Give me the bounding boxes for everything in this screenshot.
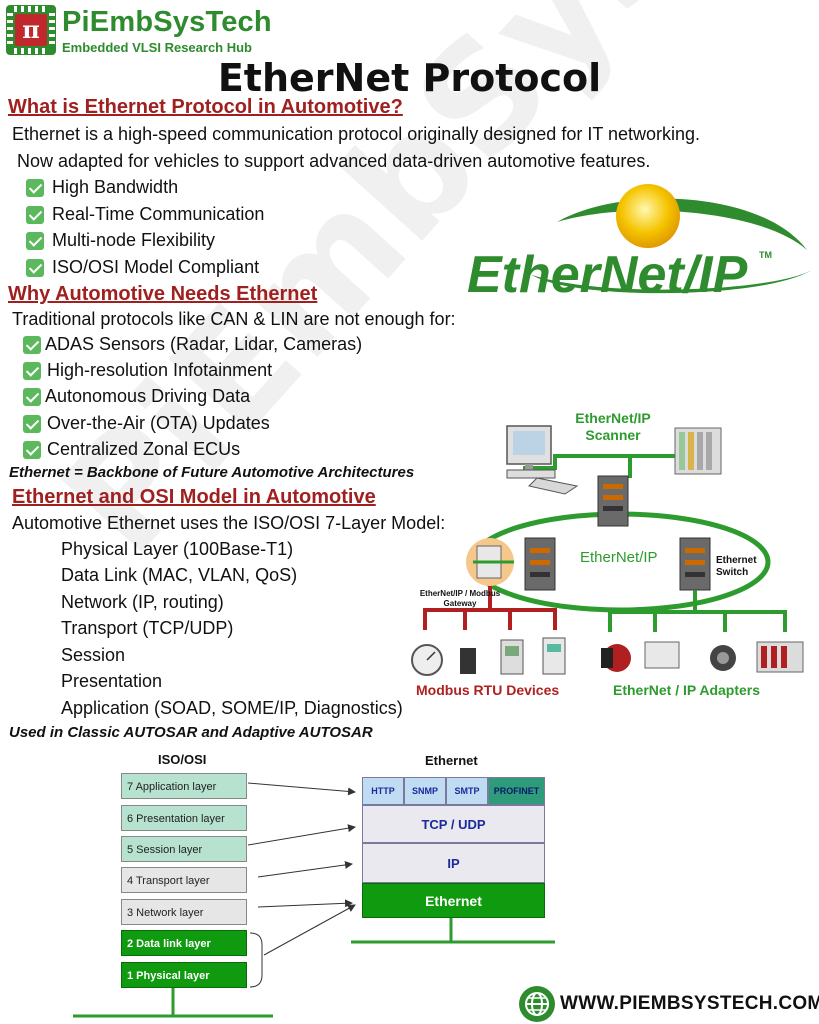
check-item: High Bandwidth [26, 177, 178, 198]
ring-label: EtherNet/IP [580, 549, 658, 566]
tcp-udp-layer: TCP / UDP [362, 805, 545, 843]
body-line: Traditional protocols like CAN & LIN are… [12, 309, 456, 329]
check-icon [23, 440, 41, 459]
section-heading-what-is: What is Ethernet Protocol in Automotive? [8, 96, 403, 118]
eip-logo-tm: TM [759, 250, 772, 260]
logo-glyph: π [22, 15, 40, 44]
check-icon [26, 258, 44, 277]
check-icon [23, 335, 41, 354]
sensor-icon [460, 648, 476, 674]
meter-icon [500, 639, 524, 675]
protocol-snmp: SNMP [404, 777, 446, 805]
body-line: Automotive Ethernet uses the ISO/OSI 7-L… [12, 513, 446, 533]
osi-layer-7: 7 Application layer [121, 773, 247, 799]
brand-tagline: Embedded VLSI Research Hub [62, 40, 252, 55]
modbus-devices-label: Modbus RTU Devices [416, 682, 560, 698]
top-switch-icon [597, 475, 629, 527]
check-icon [26, 231, 44, 250]
autosar-note: Used in Classic AUTOSAR and Adaptive AUT… [9, 724, 373, 741]
osi-layer-line: Data Link (MAC, VLAN, QoS) [61, 565, 298, 585]
website-link[interactable]: WWW.PIEMBSYSTECH.COM [560, 993, 819, 1014]
computer-icon [506, 425, 579, 495]
section-heading-why: Why Automotive Needs Ethernet [8, 283, 318, 305]
check-icon [26, 205, 44, 224]
plc-rack-icon [674, 427, 722, 475]
check-item: ADAS Sensors (Radar, Lidar, Cameras) [23, 334, 362, 355]
right-switch-icon [679, 537, 711, 591]
protocol-profinet: PROFINET [488, 777, 545, 805]
chip-logo-icon: π [6, 5, 56, 55]
osi-layer-line: Transport (TCP/UDP) [61, 618, 234, 638]
osi-header: ISO/OSI [158, 752, 207, 767]
sun-globe-icon [616, 184, 680, 248]
protocol-smtp: SMTP [446, 777, 488, 805]
osi-layer-2: 2 Data link layer [121, 930, 247, 956]
check-icon [23, 361, 41, 380]
eip-logo-text: EtherNet/IP [467, 246, 748, 304]
check-icon [23, 387, 41, 406]
osi-layer-1: 1 Physical layer [121, 962, 247, 988]
drive-icon [542, 637, 566, 675]
check-item: High-resolution Infotainment [23, 360, 272, 381]
osi-layer-line: Session [61, 645, 126, 665]
osi-layer-6: 6 Presentation layer [121, 805, 247, 831]
check-item: Multi-node Flexibility [26, 230, 215, 251]
gateway-label: EtherNet/IP / Modbus Gateway [419, 589, 501, 608]
body-line: Now adapted for vehicles to support adva… [17, 151, 651, 171]
check-item: Over-the-Air (OTA) Updates [23, 413, 270, 434]
protocol-http: HTTP [362, 777, 404, 805]
switch-label: Ethernet Switch [716, 555, 757, 578]
body-line: Ethernet is a high-speed communication p… [12, 124, 701, 144]
page-title: EtherNet Protocol [217, 56, 602, 100]
osi-layer-line: Physical Layer (100Base-T1) [61, 539, 294, 559]
osi-layer-line: Presentation [61, 671, 163, 691]
section-heading-osi: Ethernet and OSI Model in Automotive [12, 486, 376, 508]
scanner-label: EtherNet/IP Scanner [575, 410, 651, 443]
ethernet-header: Ethernet [425, 753, 478, 768]
check-item: Centralized Zonal ECUs [23, 439, 240, 460]
osi-layer-5: 5 Session layer [121, 836, 247, 862]
ip-layer: IP [362, 843, 545, 883]
brand-name: PiEmbSysTech [62, 6, 272, 38]
ethernet-ip-network-diagram [411, 425, 804, 676]
globe-icon [519, 986, 555, 1022]
ethernet-ip-logo: EtherNet/IP TM [467, 184, 812, 304]
check-icon [23, 414, 41, 433]
io-module-icon [644, 641, 680, 669]
backbone-note: Ethernet = Backbone of Future Automotive… [9, 464, 415, 481]
check-item: ISO/OSI Model Compliant [26, 257, 259, 278]
ethernet-layer: Ethernet [362, 883, 545, 918]
osi-layer-4: 4 Transport layer [121, 867, 247, 893]
check-item: Real-Time Communication [26, 204, 264, 225]
check-item: Autonomous Driving Data [23, 386, 250, 407]
osi-layer-3: 3 Network layer [121, 899, 247, 925]
osi-layer-line: Network (IP, routing) [61, 592, 224, 612]
left-switch-icon [524, 537, 556, 591]
check-icon [26, 178, 44, 197]
adapters-label: EtherNet / IP Adapters [613, 682, 761, 698]
osi-layer-line: Application (SOAD, SOME/IP, Diagnostics) [61, 698, 403, 718]
